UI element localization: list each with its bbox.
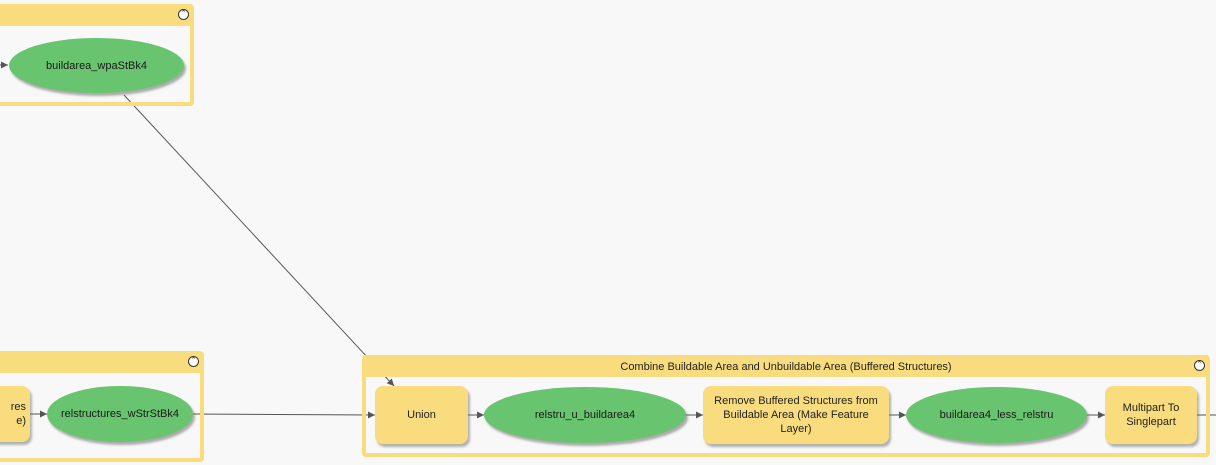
connector-line	[123, 94, 395, 387]
data-node-relstru-u-buildarea4[interactable]: relstru_u_buildarea4	[484, 387, 686, 443]
group-title: Combine Buildable Area and Unbuildable A…	[620, 361, 952, 373]
node-label-line: Multipart To	[1122, 402, 1180, 414]
node-label-line: Singlepart	[1126, 416, 1176, 428]
chevron-up-icon[interactable]: ⌃	[188, 356, 199, 367]
group-header: ⌃	[0, 8, 190, 26]
node-label: relstru_u_buildarea4	[534, 409, 636, 421]
model-group-top[interactable]: ⌃	[0, 4, 194, 106]
model-group-combine[interactable]: Combine Buildable Area and Unbuildable A…	[362, 355, 1210, 457]
node-label: relstructures_wStrStBk4	[61, 408, 179, 420]
node-label-line: e)	[16, 415, 26, 427]
node-label: buildarea4_less_relstru	[939, 409, 1054, 421]
data-node-buildarea4-less-relstru[interactable]: buildarea4_less_relstru	[906, 387, 1087, 443]
group-header: ⌃	[0, 355, 200, 373]
connector-line	[192, 411, 376, 419]
group-header: Combine Buildable Area and Unbuildable A…	[366, 359, 1206, 377]
data-node-buildarea-wpastbk4[interactable]: buildarea_wpaStBk4	[9, 38, 184, 93]
data-node-relstructures-wstrstbk4[interactable]: relstructures_wStrStBk4	[47, 386, 193, 442]
node-label-line: Remove Buffered Structures from	[714, 395, 878, 407]
tool-node-union[interactable]: Union	[375, 386, 468, 444]
tool-node-remove-buffered-structures[interactable]: Remove Buffered Structures from Buildabl…	[703, 386, 889, 444]
node-label-line: Buildable Area (Make Feature Layer)	[723, 409, 869, 435]
tool-node-multipart-to-singlepart[interactable]: Multipart To Singlepart	[1105, 386, 1197, 444]
node-label: buildarea_wpaStBk4	[46, 59, 147, 72]
node-label: Union	[407, 409, 436, 421]
chevron-up-icon[interactable]: ⌃	[1194, 360, 1205, 371]
chevron-up-icon[interactable]: ⌃	[178, 9, 189, 20]
model-group-bottom-left[interactable]: ⌃	[0, 351, 204, 462]
tool-node-partial[interactable]: res e)	[0, 386, 30, 442]
node-label-line: res	[10, 401, 26, 413]
